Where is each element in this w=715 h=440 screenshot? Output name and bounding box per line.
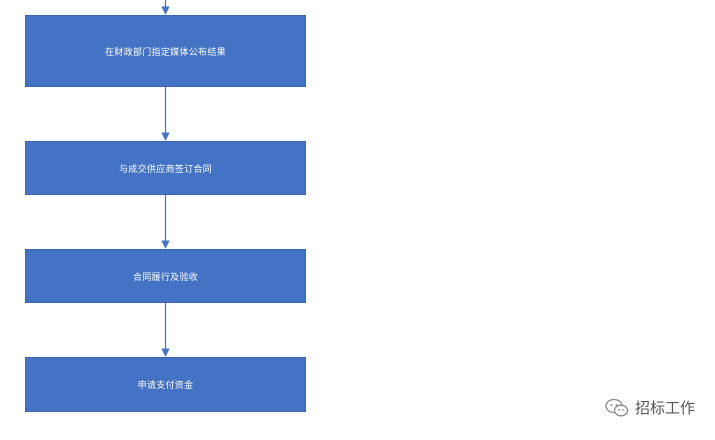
flow-step-sign-contract: 与成交供应商签订合同 bbox=[25, 141, 306, 195]
flow-step-label: 与成交供应商签订合同 bbox=[118, 164, 212, 175]
watermark-text: 招标工作 bbox=[634, 399, 695, 417]
flow-step-apply-payment: 申请支付资金 bbox=[25, 357, 306, 412]
flow-step-label: 申请支付资金 bbox=[137, 381, 194, 391]
flow-step-publish-results: 在财政部门指定媒体公布结果 bbox=[25, 15, 306, 87]
flow-step-label: 合同履行及验收 bbox=[132, 272, 199, 283]
watermark: 招标工作 bbox=[605, 397, 695, 418]
wechat-icon bbox=[605, 398, 629, 416]
flow-step-label: 在财政部门指定媒体公布结果 bbox=[105, 47, 226, 58]
flow-step-contract-fulfillment: 合同履行及验收 bbox=[25, 249, 306, 303]
